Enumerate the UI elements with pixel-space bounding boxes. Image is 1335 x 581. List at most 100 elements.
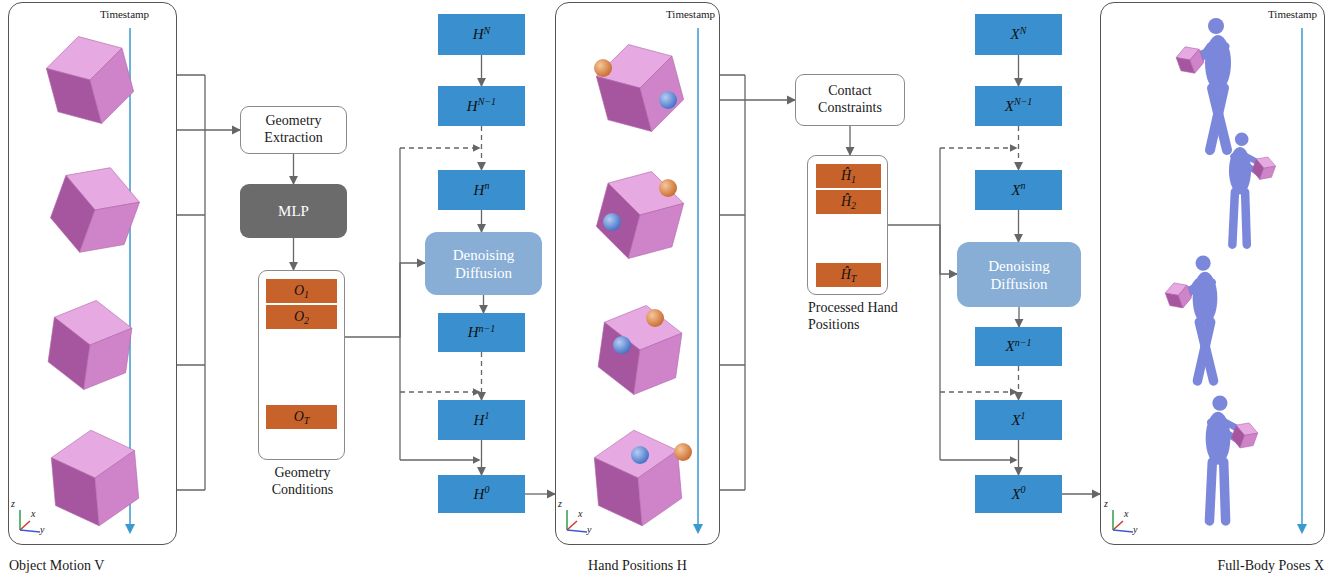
- hand-sphere: [594, 59, 612, 77]
- body-head: [1235, 133, 1249, 147]
- condition-bus: [302, 148, 1016, 460]
- symbol-text: Xn: [1011, 182, 1025, 199]
- object-cube: [41, 26, 690, 529]
- axis-triad: [20, 510, 1133, 532]
- state-box: XN: [975, 14, 1062, 55]
- symbol-base: H: [474, 486, 485, 502]
- merge-bracket: [177, 75, 745, 490]
- condition-token: OT: [266, 405, 337, 429]
- group-label: Processed Hand Positions: [808, 300, 908, 334]
- axis-label: x: [1124, 508, 1128, 519]
- flow-arrow: [888, 225, 957, 274]
- body-head: [1196, 256, 1211, 271]
- box-text: MLP: [278, 203, 309, 220]
- mlp-box: MLP: [240, 184, 347, 238]
- symbol-base: Ĥ: [841, 168, 851, 183]
- axis-line: [1113, 530, 1133, 532]
- flow-arrow: [1018, 307, 1019, 327]
- axis-line: [566, 510, 568, 530]
- superscript: n: [484, 180, 489, 191]
- symbol-text: XN: [1011, 26, 1027, 43]
- condition-group: Geometry ConditionsO1O2OT: [258, 270, 345, 460]
- symbol-base: X: [1011, 182, 1020, 198]
- flow-arrow: [1018, 440, 1019, 475]
- timestamp-arrow: [130, 28, 1302, 532]
- symbol-base: H: [468, 324, 479, 340]
- hand-token: Ĥ1: [816, 164, 881, 188]
- state-box: HN: [438, 14, 525, 55]
- process-box: Geometry Extraction: [240, 106, 347, 154]
- symbol-base: X: [1005, 98, 1014, 114]
- panel-caption: Object Motion V: [9, 558, 104, 574]
- hand-sphere: [631, 446, 649, 464]
- group-label: Geometry Conditions: [253, 465, 353, 499]
- state-box: Hn−1: [438, 313, 525, 352]
- cube-face: [51, 454, 99, 529]
- symbol-base: X: [1011, 412, 1020, 428]
- subscript: 2: [851, 200, 856, 211]
- superscript: 1: [1021, 410, 1026, 421]
- symbol-base: Ĥ: [841, 267, 851, 282]
- cube-face: [1240, 429, 1258, 452]
- cube-face: [628, 193, 683, 268]
- cube-face: [1176, 285, 1194, 308]
- body-head: [1212, 396, 1227, 411]
- superscript: 0: [484, 484, 489, 495]
- symbol-text: Hn: [474, 182, 490, 199]
- symbol-text: ĤT: [841, 267, 857, 283]
- body-limb: [1224, 462, 1226, 521]
- symbol-text: OT: [294, 409, 310, 425]
- superscript: n: [1021, 180, 1026, 191]
- axis-label: y: [40, 524, 44, 535]
- symbol-base: X: [1011, 26, 1020, 42]
- symbol-text: O1: [294, 283, 309, 299]
- superscript: N−1: [1014, 96, 1032, 107]
- flow-arrow: [1018, 210, 1019, 242]
- symbol-base: H: [474, 182, 485, 198]
- body-limb: [1210, 88, 1224, 150]
- processed-group: Processed Hand PositionsĤ1Ĥ2ĤT: [807, 155, 888, 295]
- subscript: 1: [304, 289, 309, 300]
- symbol-text: Hn−1: [468, 324, 496, 341]
- symbol-text: Xn−1: [1006, 338, 1032, 355]
- timestamp-label: Timestamp: [666, 8, 715, 20]
- object-motion-panel: Object Motion V: [8, 2, 177, 545]
- timestamp-label: Timestamp: [100, 8, 149, 20]
- hand-sphere: [659, 179, 677, 197]
- symbol-base: O: [294, 409, 304, 424]
- axis-label: x: [578, 508, 582, 519]
- symbol-text: H1: [474, 412, 490, 429]
- symbol-base: O: [294, 283, 304, 298]
- flow-arrow: [720, 99, 795, 100]
- symbol-base: O: [294, 309, 304, 324]
- flow-arrow: [293, 154, 294, 184]
- flow-arrow: [1018, 126, 1019, 170]
- condition-token: O1: [266, 279, 337, 303]
- axis-label: z: [11, 498, 15, 509]
- hand-token: Ĥ2: [816, 190, 881, 214]
- cube-face: [1188, 49, 1207, 73]
- symbol-text: HN: [473, 26, 491, 43]
- flow-arrow: [481, 210, 482, 232]
- state-box: X0: [975, 475, 1062, 513]
- axis-label: z: [1104, 498, 1108, 509]
- subscript: T: [851, 273, 857, 284]
- state-box: X1: [975, 400, 1062, 440]
- diffusion-box: Denoising Diffusion: [957, 242, 1081, 307]
- axis-line: [567, 530, 587, 532]
- superscript: 0: [1021, 484, 1026, 495]
- body-limb: [1209, 462, 1212, 521]
- flow-arrow: [1018, 366, 1019, 400]
- axis-line: [20, 530, 40, 532]
- flow-arrow: [849, 126, 850, 155]
- cube-face: [80, 189, 140, 266]
- hand-sphere: [674, 443, 692, 461]
- cube-face: [1260, 163, 1276, 183]
- hand-sphere: [613, 336, 631, 354]
- panel-caption: Hand Positions H: [588, 558, 687, 574]
- symbol-text: Ĥ1: [841, 168, 856, 184]
- hand-position-panel: Hand Positions H: [555, 2, 720, 545]
- symbol-base: H: [473, 26, 484, 42]
- axis-line: [1112, 510, 1114, 530]
